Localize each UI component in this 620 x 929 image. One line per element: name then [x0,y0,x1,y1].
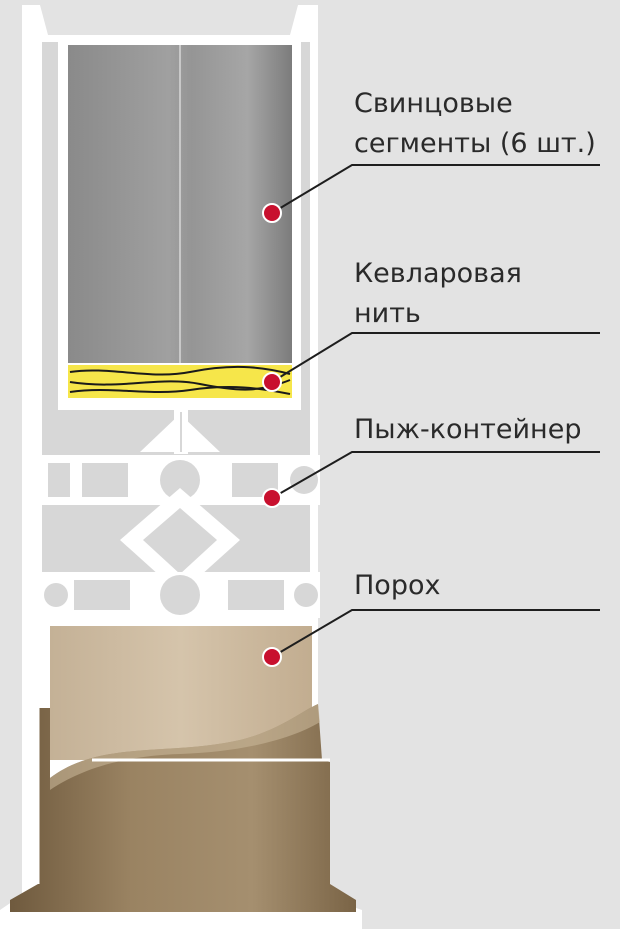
leader-lines [271,164,600,658]
leader-powder [271,609,600,658]
wad-cells-lower [44,575,318,615]
label-lead-segments: Свинцовые сегменты (6 шт.) [354,84,596,164]
marker-powder [262,647,282,667]
label-kevlar-thread-line2: нить [354,298,421,329]
marker-lead-segments [262,203,282,223]
kevlar-thread-strand [69,379,291,391]
label-powder: Порох [354,566,440,606]
marker-wad-container [262,488,282,508]
label-kevlar-thread: Кевларовая нить [354,254,522,334]
leader-kevlar-thread [271,332,600,383]
label-lead-segments-line2: сегменты (6 шт.) [354,128,596,159]
label-kevlar-thread-line1: Кевларовая [354,258,522,289]
wad-diamond-inner [143,508,217,574]
label-powder-line1: Порох [354,570,441,601]
leader-lead-segments [271,164,600,214]
kevlar-thread-strand [69,386,291,395]
markers [262,203,282,667]
shell-base [10,704,356,912]
label-wad-container-line1: Пыж-контейнер [354,414,582,445]
marker-kevlar-thread [262,372,282,392]
label-lead-segments-line1: Свинцовые [354,88,513,119]
leader-wad-container [271,451,600,499]
kevlar-thread-strand [69,365,291,376]
label-wad-container: Пыж-контейнер [354,410,581,450]
